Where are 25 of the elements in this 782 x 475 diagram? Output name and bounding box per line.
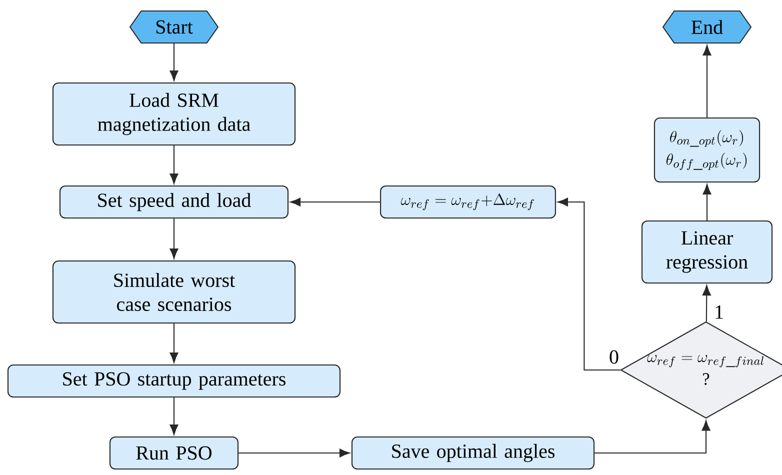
- arrow: [702, 285, 711, 322]
- process-box: $\theta_{on\_opt}(\omega_r)$ $\theta_{off\_opt}(\omega_r)$: [654, 117, 760, 183]
- edge-label: 1: [712, 304, 726, 320]
- arrow: [170, 218, 178, 259]
- arrow: [170, 146, 178, 184]
- arrow: [170, 324, 178, 363]
- edge-label: 0: [608, 348, 620, 366]
- arrow: [170, 398, 178, 435]
- arrow: [594, 420, 710, 454]
- arrow: [238, 448, 350, 458]
- process-box: Set speed and load: [59, 185, 289, 219]
- arrow: [558, 198, 620, 371]
- terminator-hexagon: End: [662, 10, 752, 44]
- process-box: Linear regression: [641, 220, 773, 284]
- arrow: [702, 184, 712, 220]
- terminator-hexagon: Start: [129, 10, 219, 44]
- process-box: Save optimal angles: [351, 436, 595, 470]
- process-box: Simulate worst case scenarios: [52, 260, 296, 324]
- process-box: $\omega_{ref}=\omega_{ref}{+}\Delta\omega_{ref}$: [380, 185, 556, 219]
- arrow: [702, 45, 712, 118]
- process-box: Run PSO: [109, 436, 239, 470]
- arrow: [290, 198, 380, 206]
- process-box: Set PSO startup parameters: [7, 364, 341, 398]
- process-box: Load SRM magnetization data: [52, 82, 296, 146]
- arrow: [170, 44, 178, 81]
